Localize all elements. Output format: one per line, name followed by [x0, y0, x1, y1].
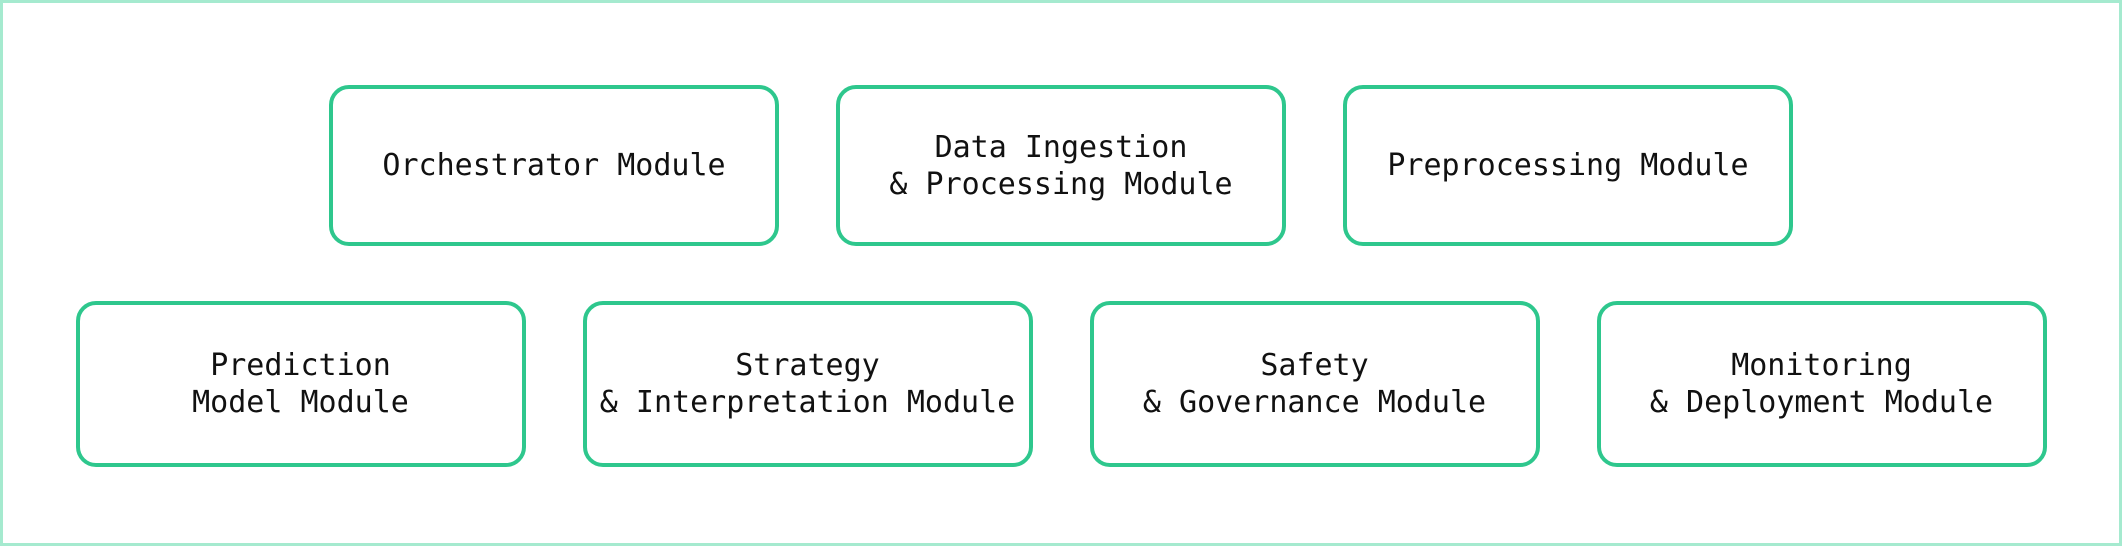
module-label-line: Safety: [1260, 348, 1369, 383]
module-label-line: & Interpretation Module: [599, 385, 1016, 420]
module-label-line: Data Ingestion: [934, 129, 1188, 165]
module-box-strategy-interpretation: Strategy & Interpretation Module: [582, 301, 1033, 467]
module-label-line: Orchestrator Module: [382, 148, 726, 183]
diagram-row-bottom: Prediction Model Module Strategy & Inter…: [3, 301, 2119, 467]
module-label-line: Prediction: [210, 348, 391, 383]
module-label-line: Model Module: [192, 385, 409, 420]
module-label-line: & Processing Module: [889, 166, 1233, 202]
module-box-preprocessing: Preprocessing Module: [1343, 85, 1793, 246]
module-label-line: Preprocessing Module: [1387, 148, 1749, 183]
module-box-data-ingestion-processing: Data Ingestion & Processing Module: [836, 85, 1286, 246]
module-box-orchestrator: Orchestrator Module: [329, 85, 779, 246]
module-label-line: & Governance Module: [1142, 385, 1487, 420]
module-label-line: Strategy: [735, 348, 880, 383]
diagram-row-top: Orchestrator Module Data Ingestion & Pro…: [3, 85, 2119, 246]
module-box-safety-governance: Safety & Governance Module: [1089, 301, 1540, 467]
module-label-line: Monitoring: [1731, 348, 1912, 383]
module-box-monitoring-deployment: Monitoring & Deployment Module: [1596, 301, 2047, 467]
module-label-line: & Deployment Module: [1649, 385, 1994, 420]
module-box-prediction-model: Prediction Model Module: [75, 301, 526, 467]
